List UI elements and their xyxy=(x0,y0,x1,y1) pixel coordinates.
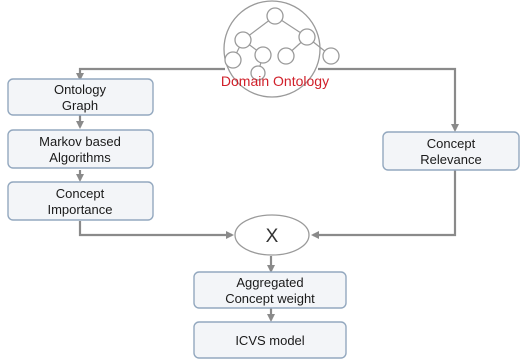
ontology-outer-circle xyxy=(223,0,321,98)
aggregated-line2: Concept weight xyxy=(225,291,315,306)
multiply-node: X xyxy=(234,214,310,256)
edges xyxy=(76,67,459,322)
edge-ontology-to-graph xyxy=(76,67,225,81)
domain-ontology: Domain Ontology xyxy=(221,0,340,98)
concept-relevance-node: Concept Relevance xyxy=(382,131,520,171)
importance-line1: Concept xyxy=(56,186,105,201)
edge-relevance-to-multiply xyxy=(311,170,457,239)
ontology-graph-node: Ontology Graph xyxy=(7,78,154,116)
relevance-line2: Relevance xyxy=(420,152,481,167)
ontology-tree-icon xyxy=(224,7,340,81)
markov-algorithms-node: Markov based Algorithms xyxy=(7,129,154,169)
ontology-graph-line1: Ontology xyxy=(54,82,107,97)
edge-ontology-to-relevance xyxy=(318,67,459,132)
multiply-symbol: X xyxy=(266,226,279,247)
ontology-graph-line2: Graph xyxy=(62,98,98,113)
edge-importance-to-multiply xyxy=(78,221,234,239)
markov-line1: Markov based xyxy=(39,134,121,149)
multiply-circle xyxy=(234,214,310,256)
aggregated-weight-node: Aggregated Concept weight xyxy=(193,271,347,309)
icvs-model-node: ICVS model xyxy=(193,321,347,359)
markov-line2: Algorithms xyxy=(49,150,111,165)
domain-ontology-label: Domain Ontology xyxy=(221,73,329,89)
relevance-line1: Concept xyxy=(427,136,476,151)
icvs-label: ICVS model xyxy=(235,333,304,348)
aggregated-line1: Aggregated xyxy=(236,275,303,290)
importance-line2: Importance xyxy=(47,202,112,217)
concept-importance-node: Concept Importance xyxy=(7,181,154,221)
